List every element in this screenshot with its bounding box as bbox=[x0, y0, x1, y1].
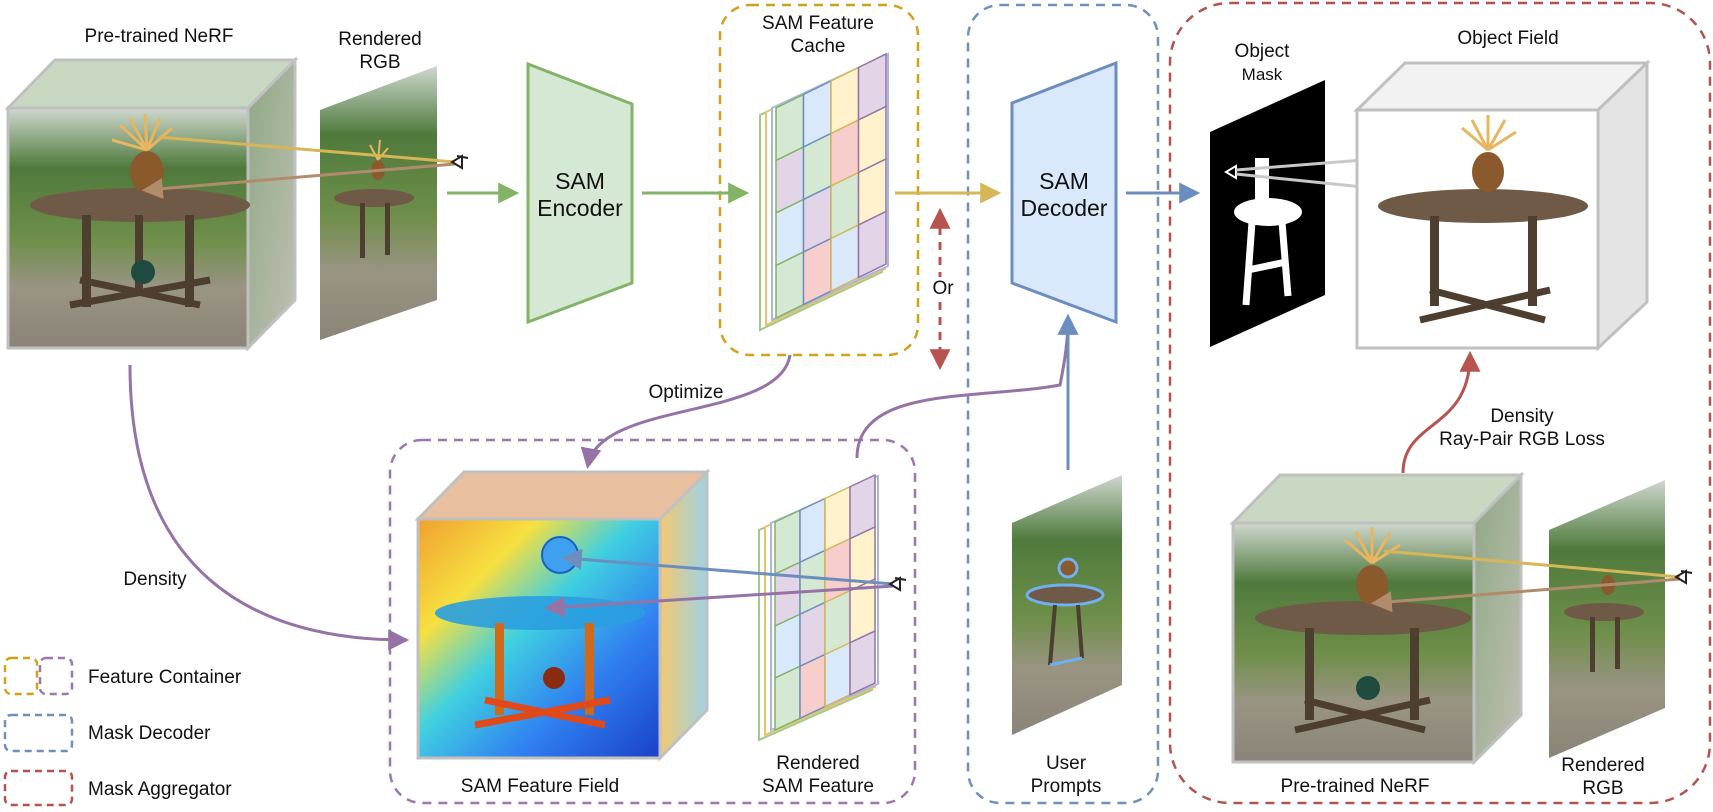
legend-swatch-feature-container-purple bbox=[38, 656, 74, 696]
legend-swatch-feature-container-gold bbox=[3, 656, 39, 696]
camera-icon-mask bbox=[1224, 164, 1237, 180]
label-sam-decoder-line2: Decoder bbox=[1020, 195, 1108, 221]
label-sam-encoder-line1: SAM bbox=[555, 168, 605, 194]
arrow-optimize bbox=[580, 354, 792, 470]
label-object-field: Object Field bbox=[1457, 28, 1559, 49]
label-density-loss: Density Ray-Pair RGB Loss bbox=[1439, 405, 1605, 451]
label-or: Or bbox=[930, 277, 956, 300]
label-rendered-rgb-bottom-line1: Rendered bbox=[1561, 755, 1645, 776]
rendered-rgb-image-bottom bbox=[1549, 480, 1665, 758]
label-object-mask-line1: Object bbox=[1234, 41, 1290, 62]
rendered-rgb-image-top bbox=[320, 66, 437, 340]
label-object-mask-line2: Mask bbox=[1241, 65, 1283, 84]
camera-icon-bottom bbox=[1674, 569, 1693, 585]
label-rendered-rgb-top-line2: RGB bbox=[359, 52, 401, 73]
label-pretrained-nerf-top: Pre-trained NeRF bbox=[84, 26, 234, 47]
arrow-feature-to-decoder bbox=[855, 313, 1079, 459]
label-pretrained-nerf-bottom: Pre-trained NeRF bbox=[1280, 776, 1430, 797]
label-sam-decoder: SAM Decoder bbox=[1021, 168, 1108, 222]
pretrained-nerf-cube-bottom bbox=[1229, 471, 1525, 766]
ray-tan-top bbox=[141, 162, 456, 200]
label-density-loss-line1: Density bbox=[1490, 406, 1554, 427]
feature-grid-cell bbox=[824, 641, 851, 708]
feature-grid-cell bbox=[774, 665, 801, 732]
sam-feature-field-container bbox=[388, 438, 917, 805]
ray-gold-bottom bbox=[1383, 549, 1681, 579]
object-mask-image bbox=[1210, 80, 1325, 347]
camera-icon-top bbox=[450, 154, 469, 170]
arrow-density-to-object-field bbox=[1401, 350, 1481, 474]
sam-decoder-block bbox=[1010, 60, 1118, 325]
sam-feature-cache-stack bbox=[759, 52, 889, 332]
ray-gold-top bbox=[157, 135, 456, 164]
object-field-cube bbox=[1353, 59, 1651, 352]
label-sam-encoder-line2: Encoder bbox=[537, 195, 623, 221]
label-sam-encoder: SAM Encoder bbox=[537, 168, 623, 222]
rendered-sam-feature-stack bbox=[758, 473, 879, 742]
flower-icon bbox=[111, 113, 173, 152]
legend-label-mask-decoder: Mask Decoder bbox=[88, 723, 211, 744]
sam-feature-field-cube bbox=[414, 468, 711, 762]
user-prompts-image bbox=[1012, 475, 1122, 735]
pretrained-nerf-cube-top bbox=[4, 56, 299, 352]
mask-aggregator-container bbox=[1168, 1, 1712, 805]
label-user-prompts-line2: Prompts bbox=[1030, 776, 1102, 797]
camera-icon-feature bbox=[888, 576, 907, 592]
feature-grid-cell bbox=[849, 629, 876, 696]
label-object-mask: Object Mask bbox=[1235, 40, 1290, 86]
feature-grid-cell bbox=[857, 210, 887, 279]
label-rendered-rgb-bottom: Rendered RGB bbox=[1561, 754, 1644, 800]
label-sam-feature-field: SAM Feature Field bbox=[460, 776, 620, 797]
label-sam-decoder-line1: SAM bbox=[1039, 168, 1089, 194]
legend-swatches bbox=[3, 656, 74, 807]
label-rendered-sam-feature: Rendered SAM Feature bbox=[762, 752, 874, 798]
label-rendered-sam-feature-line2: SAM Feature bbox=[762, 776, 874, 797]
label-rendered-rgb-top-line1: Rendered bbox=[338, 29, 422, 50]
sam-encoder-block bbox=[526, 61, 634, 325]
arrow-density-to-feature-field bbox=[128, 364, 410, 651]
legend-label-feature-container: Feature Container bbox=[88, 667, 242, 688]
ray-purple-feature bbox=[543, 584, 894, 618]
label-user-prompts: User Prompts bbox=[1031, 752, 1102, 798]
label-density-left: Density bbox=[123, 569, 187, 590]
ray-blue-feature bbox=[560, 548, 894, 586]
label-sam-feature-cache: SAM Feature Cache bbox=[762, 12, 874, 58]
sam-feature-cache-container bbox=[718, 3, 920, 357]
legend-swatch-mask-decoder bbox=[3, 713, 74, 753]
feature-grid-cell bbox=[799, 653, 826, 720]
label-rendered-rgb-bottom-line2: RGB bbox=[1582, 778, 1624, 799]
label-rendered-rgb-top: Rendered RGB bbox=[338, 28, 421, 74]
label-density-loss-line2: Ray-Pair RGB Loss bbox=[1439, 429, 1605, 450]
label-optimize: Optimize bbox=[648, 382, 724, 403]
label-user-prompts-line1: User bbox=[1045, 753, 1087, 774]
legend-label-mask-aggregator: Mask Aggregator bbox=[88, 779, 232, 800]
label-sam-feature-cache-line1: SAM Feature bbox=[762, 13, 874, 34]
label-sam-feature-cache-line2: Cache bbox=[790, 36, 846, 57]
label-rendered-sam-feature-line1: Rendered bbox=[776, 753, 860, 774]
legend-swatch-mask-aggregator bbox=[3, 769, 74, 807]
ray-tan-bottom bbox=[1370, 577, 1681, 613]
